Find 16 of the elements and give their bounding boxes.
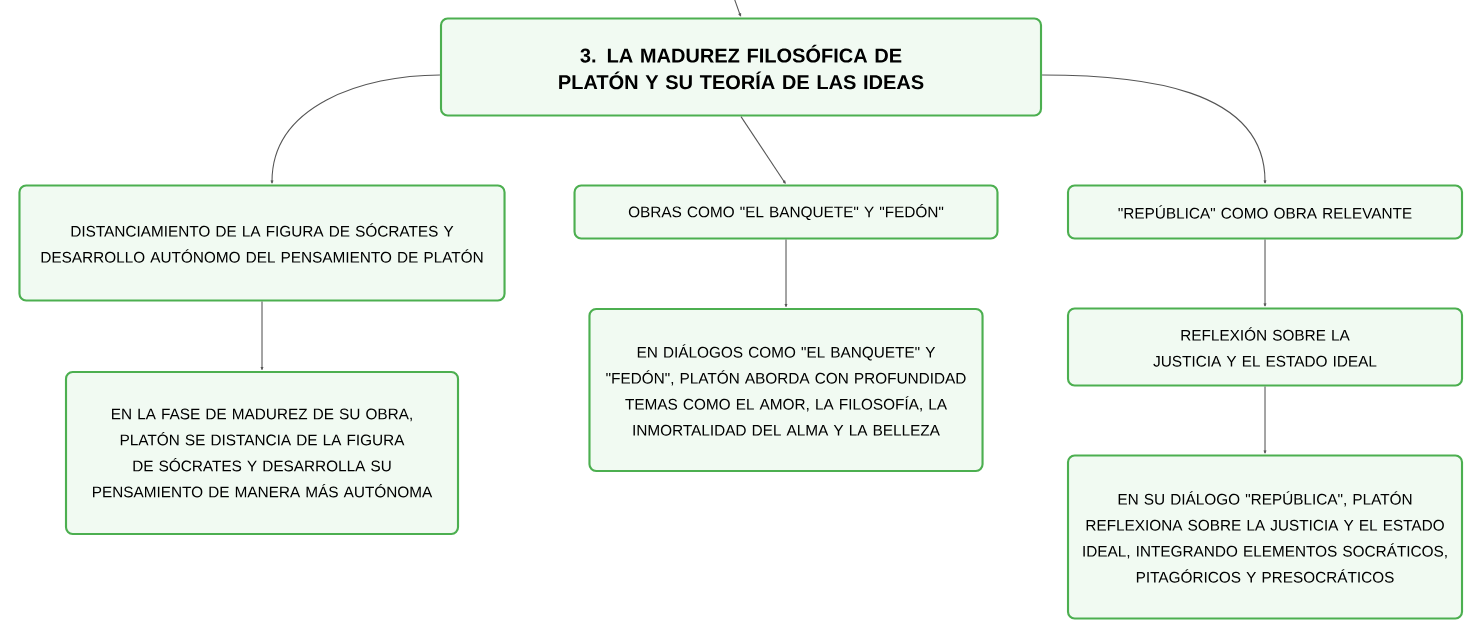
topic-box: EN LA FASE DE MADUREZ DE SU OBRA, PLATÓN SE DISTANCIA DE LA FIGURA DE SÓCRATES Y DESARROLLA SU PENSAMIENTO DE MANERA MÁS AUTÓNOMA xyxy=(64,370,460,536)
topic-box: DISTANCIAMIENTO DE LA FIGURA DE SÓCRATES Y DESARROLLO AUTÓNOMO DEL PENSAMIENTO DE PLATÓN xyxy=(18,184,506,302)
topic-box: "REPÚBLICA" COMO OBRA RELEVANTE xyxy=(1066,184,1464,240)
arrow xyxy=(1263,239,1267,307)
arrow xyxy=(1041,74,1267,184)
topic-box: REFLEXIÓN SOBRE LA JUSTICIA Y EL ESTADO IDEAL xyxy=(1066,307,1464,387)
topic-box: EN DIÁLOGOS COMO "EL BANQUETE" Y "FEDÓN", PLATÓN ABORDA CON PROFUNDIDAD TEMAS COMO EL AMOR, LA FILOSOFÍA, LA INMORTALIDAD DEL ALMA Y LA BELLEZA xyxy=(588,307,984,473)
arrow xyxy=(732,0,742,17)
topic-box: OBRAS COMO "EL BANQUETE" Y "FEDÓN" xyxy=(573,184,999,240)
topic-box: EN SU DIÁLOGO "REPÚBLICA", PLATÓN REFLEXIONA SOBRE LA JUSTICIA Y EL ESTADO IDEAL, INTEGRANDO ELEMENTOS SOCRÁTICOS, PITAGÓRICOS Y PRESOCRÁTICOS xyxy=(1066,454,1464,620)
title-box: 3. LA MADUREZ FILOSÓFICA DE PLATÓN Y SU TEORÍA DE LAS IDEAS xyxy=(439,17,1043,117)
arrow xyxy=(1263,386,1267,454)
arrow xyxy=(740,116,786,184)
arrow xyxy=(270,74,441,184)
arrow xyxy=(784,239,788,308)
arrow xyxy=(260,301,264,371)
